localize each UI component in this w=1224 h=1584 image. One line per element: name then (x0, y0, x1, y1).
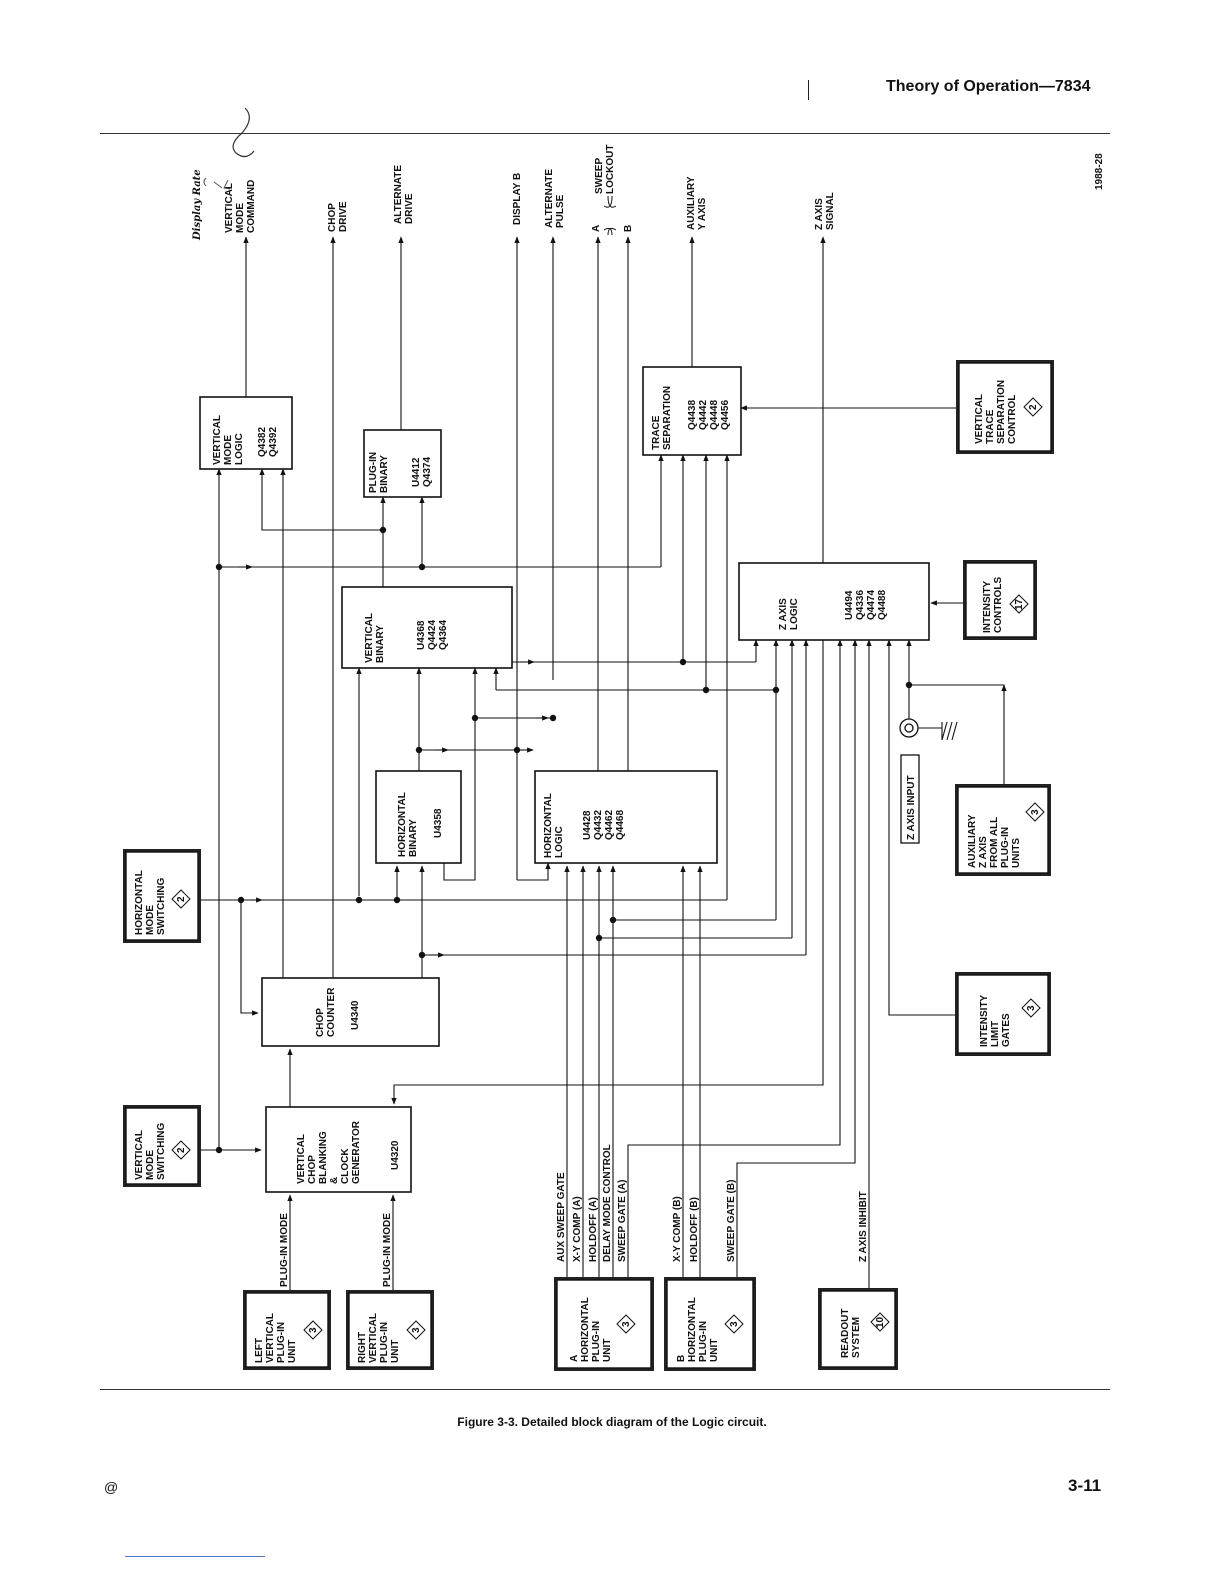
wires (199, 236, 1007, 1290)
block-z-axis-logic: Z AXIS LOGIC U4494 Q4336 Q4474 Q4488 (738, 562, 930, 641)
delay-mode-control-label: DELAY MODE CONTROL (602, 1144, 613, 1262)
svg-text:3: 3 (621, 1321, 632, 1327)
page-header-title: Theory of Operation—7834 (886, 78, 1091, 95)
svg-text:U4494 Q4336 Q4474: U4494 Q4336 Q4474 Q4488 (844, 587, 888, 620)
svg-text:TRACE SEPARATION: TRACE SEPARATION (651, 386, 673, 450)
page-number: 3-11 (1068, 1476, 1102, 1495)
display-b-label: DISPLAY B (512, 173, 523, 225)
output-labels: VERTICAL MODE COMMAND CHOP DRIVE ALTERNA… (224, 145, 1105, 236)
svg-text:RIGHT VERTICAL PLU: RIGHT VERTICAL PLUG-IN UNIT (357, 1310, 401, 1363)
signal-labels: PLUG-IN MODE PLUG-IN MODE AUX SWEEP GATE… (279, 1144, 869, 1287)
svg-text:3: 3 (1030, 809, 1041, 815)
vertical-mode-command-label: VERTICAL MODE COMMAND (224, 180, 257, 233)
sweep-lockout-b-label: B (623, 225, 634, 232)
z-axis-input-label: Z AXIS INPUT (906, 775, 917, 840)
svg-text:Q4382 Q4392: Q4382 Q4392 (257, 424, 279, 457)
svg-text:3: 3 (729, 1321, 740, 1327)
chop-drive-label: CHOP DRIVE (327, 201, 349, 233)
svg-text:LEFT VERTICAL PLUG: LEFT VERTICAL PLUG-IN UNIT (254, 1310, 298, 1363)
svg-text:VERTICAL CHOP BLAN: VERTICAL CHOP BLANKING & CLOCK GENERATOR (296, 1120, 362, 1184)
auxiliary-y-axis-label: AUXILIARY Y AXIS (686, 174, 708, 230)
svg-text:HORIZONTAL LOGIC: HORIZONTAL LOGIC (543, 791, 565, 858)
svg-text:READOUT SYSTEM: READOUT SYSTEM (840, 1306, 862, 1358)
ref-vertical-trace-separation-control: VERTICAL TRACE SEPARATION CONTROL 2 (956, 360, 1054, 454)
junction-dots (215, 526, 913, 1154)
ref-b-horizontal-plugin: B HORIZONTAL PLUG-IN UNIT 3 (664, 1277, 756, 1371)
block-plugin-binary: PLUG-IN BINARY U4412 Q4374 (363, 429, 442, 498)
sweep-lockout-label: SWEEP LOCKOUT (594, 145, 616, 194)
svg-text:U4368 Q4424 Q4364: U4368 Q4424 Q4364 (416, 617, 449, 650)
ref-auxiliary-z-axis: AUXILIARY Z AXIS FROM ALL PLUG-IN UNITS … (955, 784, 1051, 876)
svg-text:Z AXIS LOGIC: Z AXIS LOGIC (778, 595, 800, 630)
handwritten-note: Display Rate (192, 169, 203, 241)
ref-horizontal-mode-switching: HORIZONTAL MODE SWITCHING 2 (123, 849, 201, 943)
svg-text:17: 17 (1014, 598, 1025, 610)
svg-text:U4412 Q4374: U4412 Q4374 (411, 455, 433, 487)
svg-text:B HORIZONTAL PLUG-: B HORIZONTAL PLUG-IN UNIT (676, 1295, 720, 1362)
block-horizontal-logic: HORIZONTAL LOGIC U4428 Q4432 Q4462 Q4468 (534, 770, 718, 864)
svg-text:3: 3 (1026, 1005, 1037, 1011)
svg-text:U4428 Q4432 Q4462: U4428 Q4432 Q4462 Q4468 (582, 807, 626, 840)
svg-text:PLUG-IN BINARY: PLUG-IN BINARY (368, 449, 390, 493)
ref-intensity-controls: INTENSITY CONTROLS 17 (963, 560, 1037, 640)
svg-text:2: 2 (1028, 404, 1039, 410)
block-vertical-binary: VERTICAL BINARY U4368 Q4424 Q4364 (341, 586, 513, 669)
ref-left-vertical-plugin: LEFT VERTICAL PLUG-IN UNIT 3 (243, 1290, 331, 1370)
svg-text:2: 2 (176, 896, 187, 902)
block-trace-separation: TRACE SEPARATION Q4438 Q4442 Q4448 Q4456 (642, 366, 742, 456)
svg-text:HORIZONTAL MODE SW: HORIZONTAL MODE SWITCHING (134, 868, 167, 935)
svg-text:VERTICAL MODE SWIT: VERTICAL MODE SWITCHING (134, 1123, 167, 1180)
svg-text:AUXILIARY Z AXIS F: AUXILIARY Z AXIS FROM ALL PLUG-IN UNITS (967, 812, 1022, 868)
svg-text:3: 3 (308, 1327, 319, 1333)
copyright-mark: @ (104, 1479, 119, 1495)
z-axis-input-connector: Z AXIS INPUT (899, 700, 958, 844)
svg-text:U4358: U4358 (433, 808, 444, 838)
svg-text:2: 2 (176, 1147, 187, 1153)
block-vertical-chop-blanking: VERTICAL CHOP BLANKING & CLOCK GENERATOR… (265, 1106, 412, 1193)
block-vertical-mode-logic: VERTICAL MODE LOGIC Q4382 Q4392 (199, 396, 293, 470)
z-axis-inhibit-label: Z AXIS INHIBIT (858, 1191, 869, 1262)
sweep-lockout-a-label: A (591, 225, 602, 232)
svg-text:VERTICAL MODE LOGI: VERTICAL MODE LOGIC (212, 412, 245, 465)
ref-intensity-limit-gates: INTENSITY LIMIT GATES 3 (955, 972, 1051, 1056)
figure-frame (100, 133, 1110, 1390)
aux-sweep-gate-label: AUX SWEEP GATE (556, 1172, 567, 1262)
svg-text:INTENSITY LIMIT GA: INTENSITY LIMIT GATES (979, 992, 1012, 1047)
svg-text:10: 10 (875, 1316, 886, 1328)
handwritten-annotation: Display Rate (192, 107, 255, 241)
sweep-gate-b-label: SWEEP GATE (B) (726, 1180, 737, 1262)
svg-text:HORIZONTAL BINARY: HORIZONTAL BINARY (397, 790, 419, 857)
header-tick-mark (808, 80, 809, 100)
block-horizontal-binary: HORIZONTAL BINARY U4358 (375, 770, 462, 864)
bottom-rule (125, 1556, 265, 1557)
svg-text:Q4438 Q4442 Q4448: Q4438 Q4442 Q4448 Q4456 (687, 397, 731, 430)
svg-text:U4320: U4320 (390, 1140, 401, 1170)
plugin-mode-right-label: PLUG-IN MODE (382, 1213, 393, 1287)
alternate-pulse-label: ALTERNATE PULSE (544, 166, 566, 228)
svg-text:VERTICAL BINARY: VERTICAL BINARY (364, 610, 386, 663)
figure-number: 1988-28 (1094, 153, 1105, 190)
svg-text:A HORIZONTAL PLUG-: A HORIZONTAL PLUG-IN UNIT (569, 1295, 613, 1362)
alternate-drive-label: ALTERNATE DRIVE (393, 162, 415, 224)
ref-right-vertical-plugin: RIGHT VERTICAL PLUG-IN UNIT 3 (346, 1290, 434, 1370)
svg-text:U4340: U4340 (350, 1000, 361, 1030)
sweep-lockout-brace (603, 195, 617, 236)
ref-vertical-mode-switching: VERTICAL MODE SWITCHING 2 (123, 1105, 201, 1187)
plugin-mode-left-label: PLUG-IN MODE (279, 1213, 290, 1287)
xy-comp-a-label: X-Y COMP (A) (572, 1196, 583, 1262)
block-chop-counter: CHOP COUNTER U4340 (261, 977, 440, 1047)
z-axis-signal-label: Z AXIS SIGNAL (814, 192, 836, 230)
holdoff-b-label: HOLDOFF (B) (689, 1197, 700, 1262)
sweep-gate-a-label: SWEEP GATE (A) (617, 1180, 628, 1262)
ref-readout-system: READOUT SYSTEM 10 (818, 1288, 898, 1370)
xy-comp-b-label: X-Y COMP (B) (672, 1196, 683, 1262)
svg-text:CHOP COUNTER: CHOP COUNTER (315, 987, 337, 1037)
svg-text:VERTICAL TRACE SEP: VERTICAL TRACE SEPARATION CONTROL (974, 377, 1018, 444)
figure-caption: Figure 3-3. Detailed block diagram of th… (457, 1415, 767, 1429)
svg-text:INTENSITY CONTROLS: INTENSITY CONTROLS (982, 577, 1004, 633)
ref-a-horizontal-plugin: A HORIZONTAL PLUG-IN UNIT 3 (554, 1277, 654, 1371)
holdoff-a-label: HOLDOFF (A) (588, 1197, 599, 1262)
svg-text:3: 3 (411, 1327, 422, 1333)
